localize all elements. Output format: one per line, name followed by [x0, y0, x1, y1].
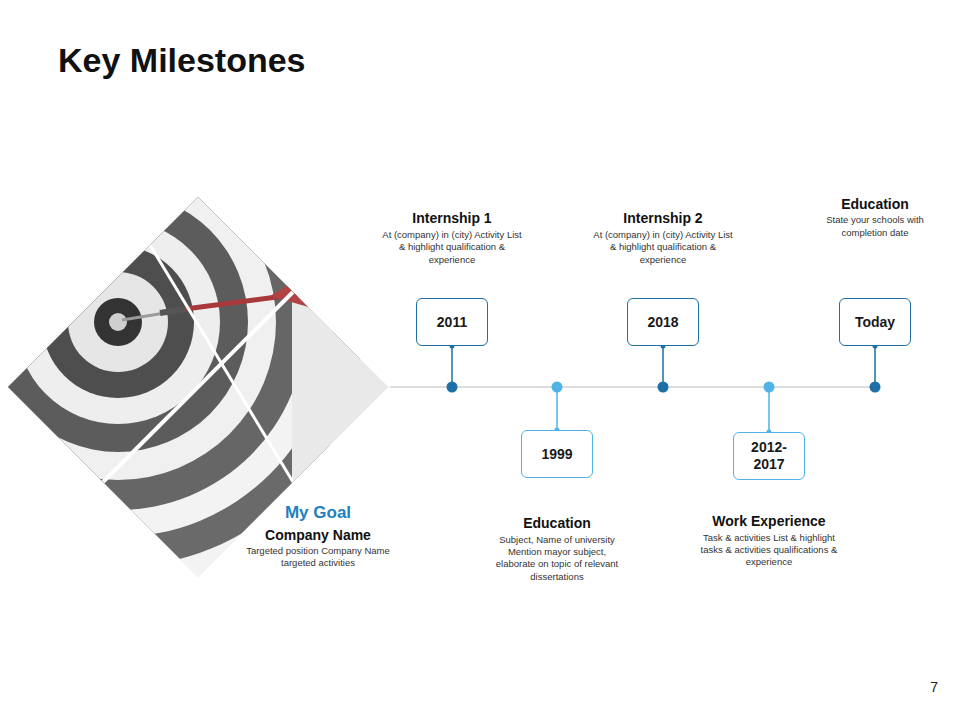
milestone-caption: Work ExperienceTask & activities List & … [699, 513, 839, 569]
milestone-description: Task & activities List & highlight tasks… [699, 532, 839, 569]
year-text: 2012- 2017 [739, 439, 799, 473]
year-text: Today [855, 314, 895, 331]
milestone-description: State your schools with completion date [813, 214, 937, 239]
milestone-caption: Internship 2At (company) in (city) Activ… [593, 210, 733, 266]
milestone-heading: Internship 1 [382, 210, 522, 228]
year-text: 2018 [647, 314, 678, 331]
timeline-dot [552, 382, 563, 393]
timeline-axis [390, 386, 875, 388]
timeline-dot [870, 382, 881, 393]
year-box: 2012- 2017Work ExperienceTask & activiti… [733, 432, 805, 480]
milestone-caption: EducationSubject, Name of university Men… [487, 515, 627, 583]
stem-line [556, 387, 558, 430]
timeline-dot [447, 382, 458, 393]
goal-heading: My Goal [238, 502, 398, 524]
milestone-caption: Internship 1At (company) in (city) Activ… [382, 210, 522, 266]
company-name: Company Name [233, 526, 403, 544]
page-number: 7 [930, 678, 938, 696]
year-box: TodayEducationState your schools with co… [839, 298, 911, 346]
milestone-description: At (company) in (city) Activity List & h… [382, 229, 522, 266]
milestone-description: Subject, Name of university Mention mayo… [487, 534, 627, 583]
year-box: 1999EducationSubject, Name of university… [521, 430, 593, 478]
year-box: 2011Internship 1At (company) in (city) A… [416, 298, 488, 346]
year-box: 2018Internship 2At (company) in (city) A… [627, 298, 699, 346]
milestone-description: At (company) in (city) Activity List & h… [593, 229, 733, 266]
slide-title: Key Milestones [58, 40, 306, 81]
timeline-dot [658, 382, 669, 393]
year-text: 1999 [541, 446, 572, 463]
milestone-heading: Education [813, 196, 937, 214]
milestone-caption: EducationState your schools with complet… [813, 196, 937, 239]
goal-description: Targeted position Company Name targeted … [233, 545, 403, 570]
stem-line [768, 387, 770, 432]
milestone-heading: Internship 2 [593, 210, 733, 228]
stem-line [451, 346, 453, 387]
stem-line [874, 346, 876, 387]
year-text: 2011 [437, 314, 467, 331]
stem-line [662, 346, 664, 387]
timeline-dot [764, 382, 775, 393]
milestone-heading: Work Experience [699, 513, 839, 531]
milestone-heading: Education [487, 515, 627, 533]
